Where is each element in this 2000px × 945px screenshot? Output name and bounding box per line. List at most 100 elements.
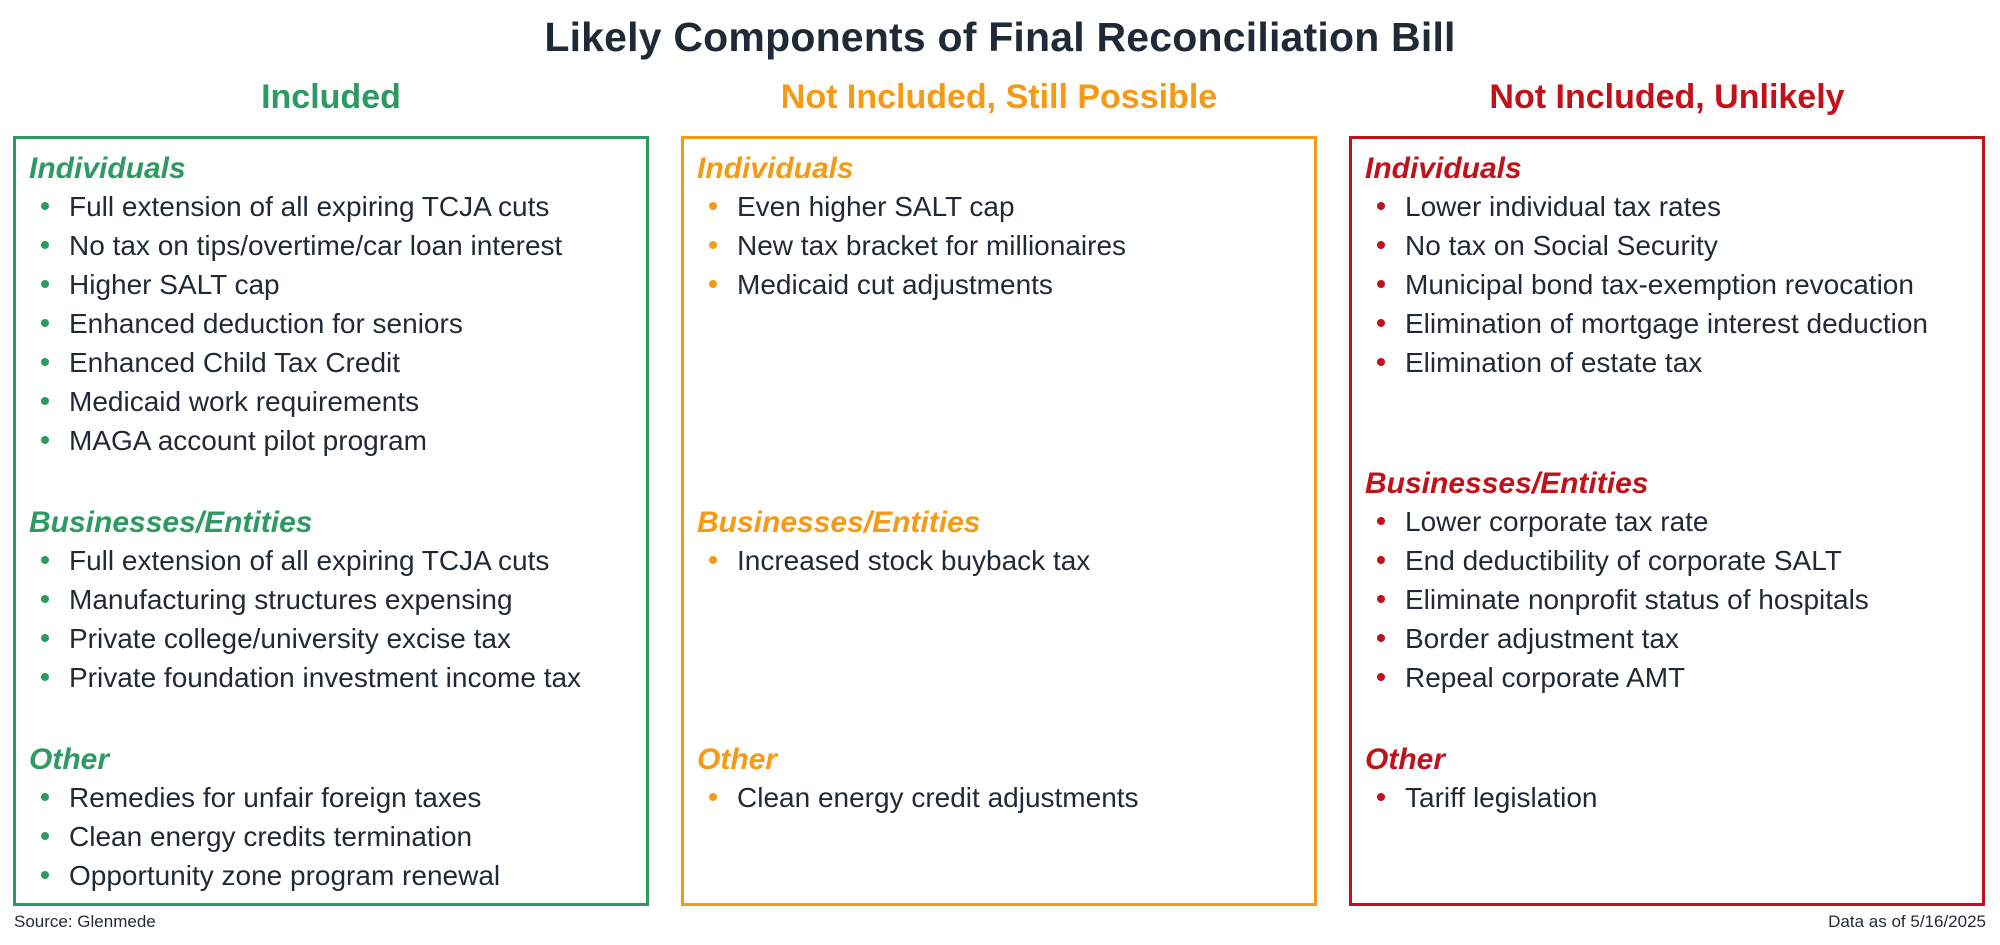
- bullet-icon: [41, 673, 49, 681]
- list-item-text: Manufacturing structures expensing: [69, 584, 513, 615]
- list-item-text: Municipal bond tax-exemption revocation: [1405, 269, 1914, 300]
- bullet-icon: [41, 556, 49, 564]
- bullet-icon: [41, 832, 49, 840]
- list-item: Enhanced deduction for seniors: [29, 304, 638, 343]
- list-item-text: Medicaid cut adjustments: [737, 269, 1053, 300]
- list-item-text: Remedies for unfair foreign taxes: [69, 782, 482, 813]
- list-item: Opportunity zone program renewal: [29, 856, 638, 895]
- bullet-icon: [1377, 202, 1385, 210]
- list-item-text: Tariff legislation: [1405, 782, 1598, 813]
- list-item: Clean energy credits termination: [29, 817, 638, 856]
- bullet-icon: [1377, 556, 1385, 564]
- list-item: End deductibility of corporate SALT: [1365, 541, 1974, 580]
- section-heading: Businesses/Entities: [697, 506, 981, 539]
- list-item-text: Lower individual tax rates: [1405, 191, 1721, 222]
- list-item: Lower individual tax rates: [1365, 187, 1974, 226]
- item-list: Full extension of all expiring TCJA cuts…: [29, 541, 638, 697]
- bullet-icon: [1377, 517, 1385, 525]
- list-item: Medicaid work requirements: [29, 382, 638, 421]
- list-item-text: No tax on Social Security: [1405, 230, 1718, 261]
- list-item-text: MAGA account pilot program: [69, 425, 427, 456]
- list-item: Elimination of mortgage interest deducti…: [1365, 304, 1974, 343]
- list-item-text: Increased stock buyback tax: [737, 545, 1091, 576]
- list-item-text: Private college/university excise tax: [69, 623, 511, 654]
- list-item-text: Clean energy credit adjustments: [737, 782, 1139, 813]
- bullet-icon: [41, 280, 49, 288]
- section-heading: Other: [29, 743, 110, 776]
- column-heading: Not Included, Still Possible: [780, 78, 1218, 116]
- list-item: Elimination of estate tax: [1365, 343, 1974, 382]
- item-list: Tariff legislation: [1365, 778, 1974, 817]
- list-item: Enhanced Child Tax Credit: [29, 343, 638, 382]
- bullet-icon: [709, 556, 717, 564]
- bullet-icon: [41, 397, 49, 405]
- list-item: MAGA account pilot program: [29, 421, 638, 460]
- bullet-icon: [41, 241, 49, 249]
- bullet-icon: [1377, 595, 1385, 603]
- page-title: Likely Components of Final Reconciliatio…: [544, 14, 1456, 60]
- list-item-text: Repeal corporate AMT: [1405, 662, 1686, 693]
- item-list: Increased stock buyback tax: [697, 541, 1306, 580]
- source-note: Source: Glenmede: [14, 912, 156, 931]
- bullet-icon: [709, 241, 717, 249]
- list-item-text: Even higher SALT cap: [737, 191, 1015, 222]
- data-date-note: Data as of 5/16/2025: [1828, 912, 1986, 931]
- list-item-text: Elimination of mortgage interest deducti…: [1405, 308, 1928, 339]
- bullet-icon: [709, 202, 717, 210]
- list-item: Medicaid cut adjustments: [697, 265, 1306, 304]
- list-item-text: Full extension of all expiring TCJA cuts: [69, 545, 550, 576]
- bullet-icon: [1377, 319, 1385, 327]
- list-item-text: No tax on tips/overtime/car loan interes…: [69, 230, 563, 261]
- list-item-text: End deductibility of corporate SALT: [1405, 545, 1842, 576]
- list-item: Private foundation investment income tax: [29, 658, 638, 697]
- list-item-text: Eliminate nonprofit status of hospitals: [1405, 584, 1869, 615]
- list-item: Full extension of all expiring TCJA cuts: [29, 541, 638, 580]
- list-item-text: Medicaid work requirements: [69, 386, 420, 417]
- section-heading: Other: [1365, 743, 1446, 776]
- list-item-text: Clean energy credits termination: [69, 821, 473, 852]
- list-item-text: Enhanced deduction for seniors: [69, 308, 463, 339]
- list-item-text: Opportunity zone program renewal: [69, 860, 501, 891]
- section-heading: Individuals: [1365, 152, 1522, 185]
- column-heading: Included: [261, 78, 401, 116]
- list-item: Municipal bond tax-exemption revocation: [1365, 265, 1974, 304]
- list-item-text: Enhanced Child Tax Credit: [69, 347, 401, 378]
- list-item: New tax bracket for millionaires: [697, 226, 1306, 265]
- list-item: Tariff legislation: [1365, 778, 1974, 817]
- bullet-icon: [41, 871, 49, 879]
- bullet-icon: [709, 793, 717, 801]
- list-item: Increased stock buyback tax: [697, 541, 1306, 580]
- bullet-icon: [709, 280, 717, 288]
- list-item: No tax on Social Security: [1365, 226, 1974, 265]
- section-heading: Other: [697, 743, 778, 776]
- section-heading: Businesses/Entities: [1365, 467, 1649, 500]
- list-item: Clean energy credit adjustments: [697, 778, 1306, 817]
- list-item: Even higher SALT cap: [697, 187, 1306, 226]
- list-item: Border adjustment tax: [1365, 619, 1974, 658]
- list-item: No tax on tips/overtime/car loan interes…: [29, 226, 638, 265]
- list-item: Repeal corporate AMT: [1365, 658, 1974, 697]
- section-heading: Businesses/Entities: [29, 506, 313, 539]
- bullet-icon: [1377, 793, 1385, 801]
- list-item: Remedies for unfair foreign taxes: [29, 778, 638, 817]
- bullet-icon: [41, 595, 49, 603]
- section-heading: Individuals: [697, 152, 854, 185]
- list-item-text: Elimination of estate tax: [1405, 347, 1703, 378]
- bullet-icon: [41, 793, 49, 801]
- bullet-icon: [1377, 634, 1385, 642]
- bullet-icon: [41, 202, 49, 210]
- item-list: Lower individual tax rates No tax on Soci…: [1365, 187, 1974, 382]
- column-heading: Not Included, Unlikely: [1489, 78, 1845, 116]
- item-list: Full extension of all expiring TCJA cuts…: [29, 187, 638, 460]
